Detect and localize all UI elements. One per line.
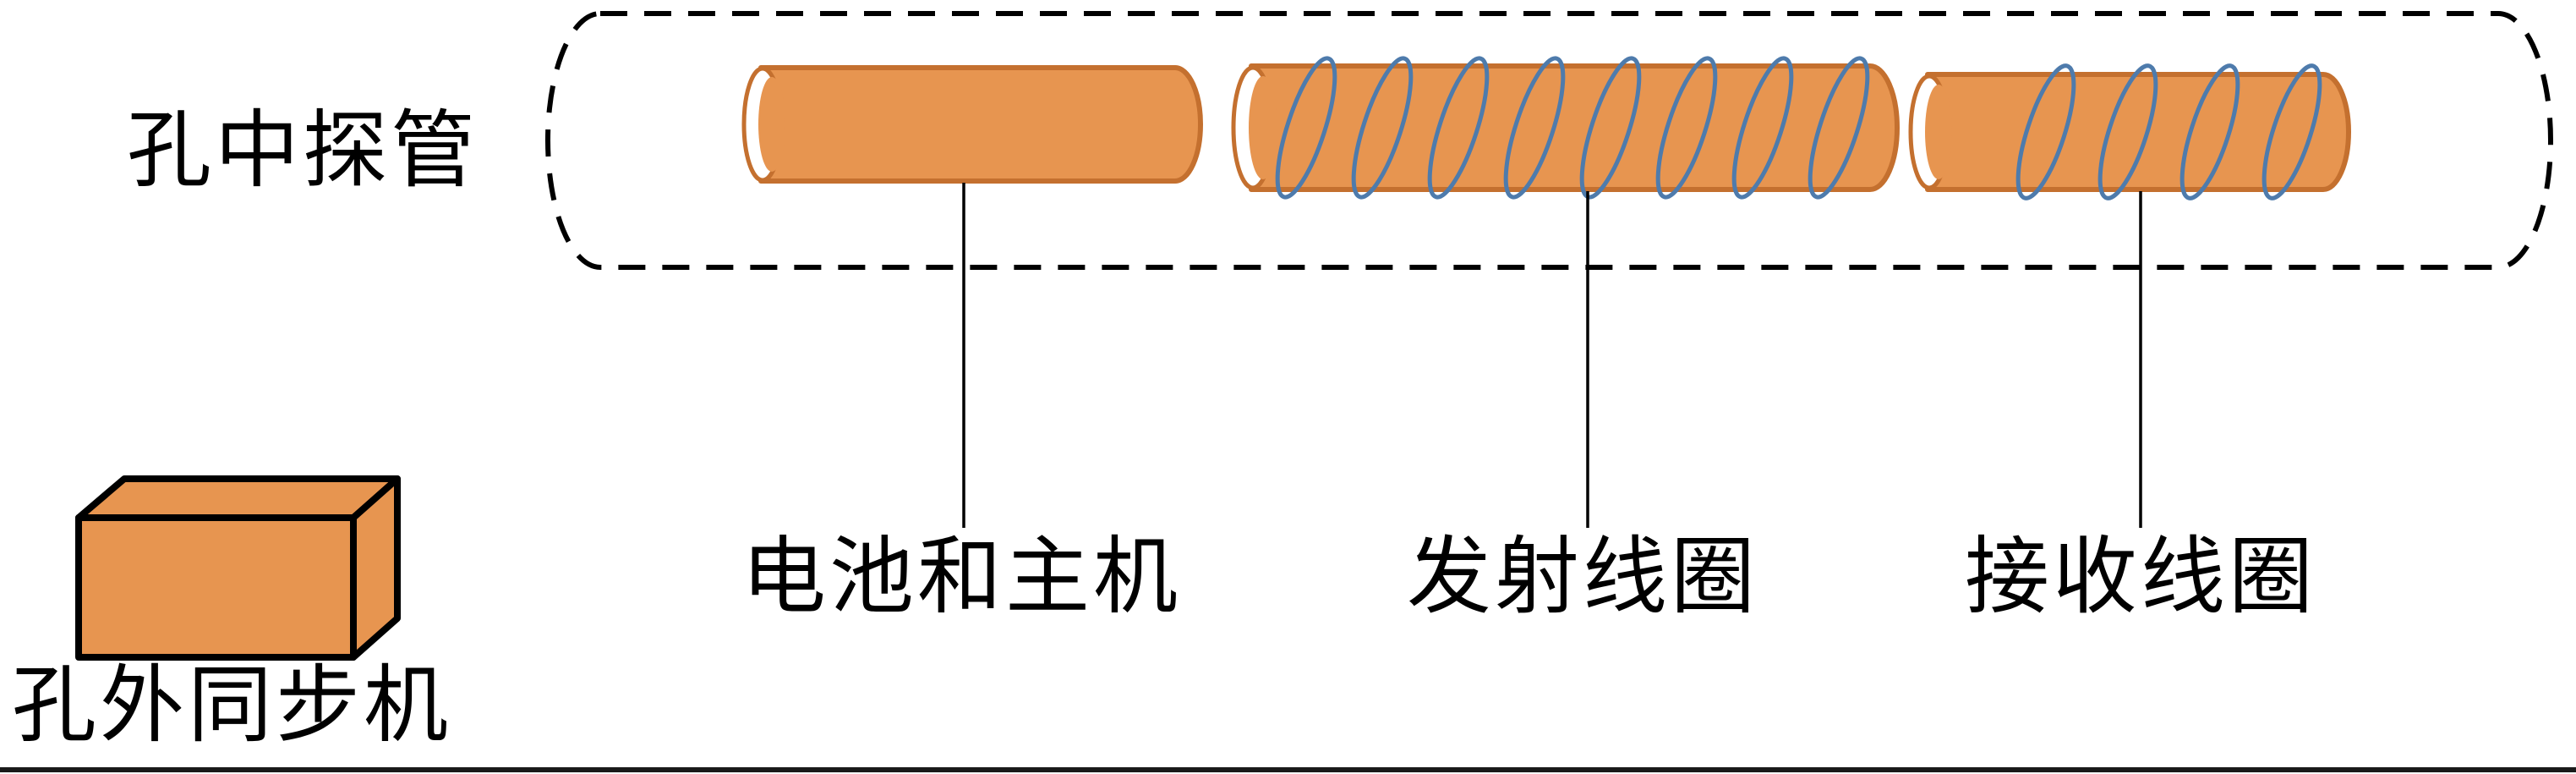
coil-turn	[1808, 56, 1870, 200]
receive-coil-label: 接收线圈	[1965, 530, 2316, 624]
sync-box-label: 孔外同步机	[12, 658, 451, 753]
cylinder-body	[758, 65, 1203, 184]
coil-turn	[1427, 56, 1490, 200]
receive-coil-cylinder	[1908, 72, 2351, 192]
coil-turn	[1275, 56, 1337, 200]
battery-host-cylinder	[741, 65, 1203, 184]
sync-box-front-face	[75, 514, 357, 661]
coil-turn	[2179, 63, 2240, 200]
coil-turn	[2097, 63, 2158, 200]
cylinder-cap-inner	[1249, 76, 1277, 179]
coil-turn	[1731, 56, 1794, 200]
coil-turn	[1351, 56, 1414, 200]
cylinder-cap-inner	[758, 77, 785, 172]
receive-coil-winding	[2015, 63, 2322, 200]
sync-box-top-face	[75, 475, 401, 521]
probe-tube-label: 孔中探管	[127, 103, 479, 198]
coil-turn	[1503, 56, 1566, 200]
cylinder-cap-inner	[1925, 85, 1952, 179]
coil-turn	[2262, 63, 2322, 200]
coil-turn	[1655, 56, 1718, 200]
cylinder-body	[1925, 72, 2351, 192]
sync-box	[75, 475, 401, 661]
battery-host-label: 电池和主机	[741, 530, 1181, 624]
bottom-rule	[0, 767, 2576, 772]
transmit-coil-winding	[1275, 56, 1870, 200]
transmit-coil-label: 发射线圈	[1407, 530, 1758, 624]
cylinder-body	[1249, 63, 1900, 192]
coil-turn	[2015, 63, 2076, 200]
